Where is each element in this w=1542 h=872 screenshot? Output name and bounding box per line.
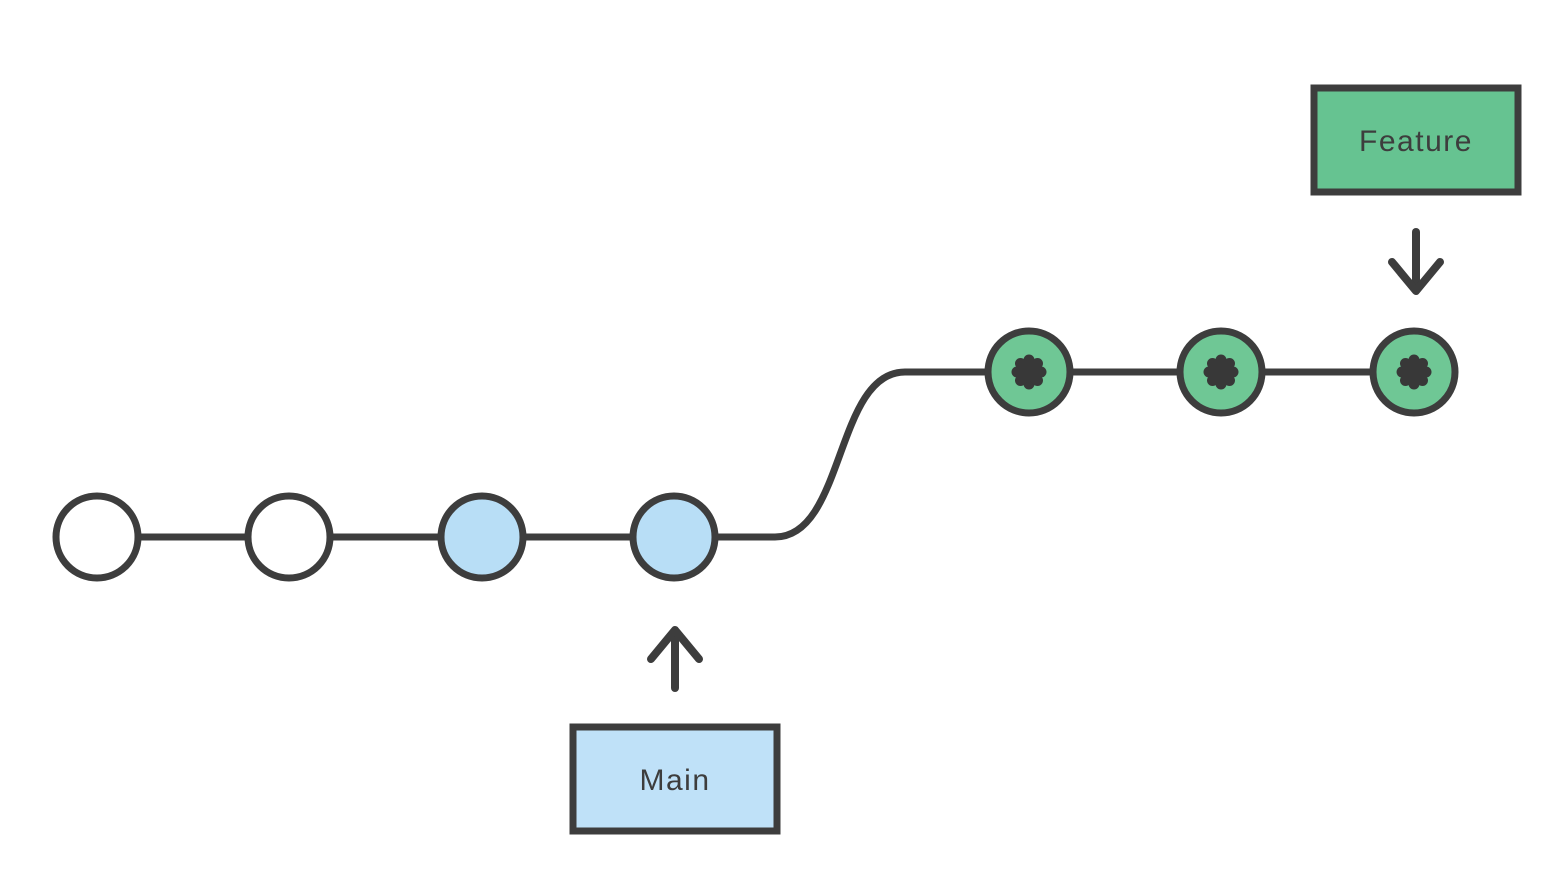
- arrow-down-icon: [1388, 228, 1444, 295]
- main-branch-commits: [52, 492, 719, 582]
- asterisk-icon: [1011, 354, 1047, 390]
- diagram-root: Feature Main: [52, 84, 1522, 835]
- arrow-up-icon: [647, 626, 703, 692]
- main-label: Main: [569, 626, 781, 835]
- branch-merge-curve: [674, 368, 1029, 541]
- commit-node-main-4: [629, 492, 719, 582]
- feature-label-text: Feature: [1359, 125, 1473, 158]
- feature-label: Feature: [1310, 84, 1522, 295]
- feature-label-box: [1310, 84, 1522, 196]
- asterisk-icon: [1203, 354, 1239, 390]
- commit-node-main-1: [52, 492, 142, 582]
- main-label-box: [569, 723, 781, 835]
- main-label-text: Main: [639, 764, 710, 797]
- commit-node-main-2: [244, 492, 334, 582]
- asterisk-icon: [1396, 354, 1432, 390]
- commit-node-main-3: [437, 492, 527, 582]
